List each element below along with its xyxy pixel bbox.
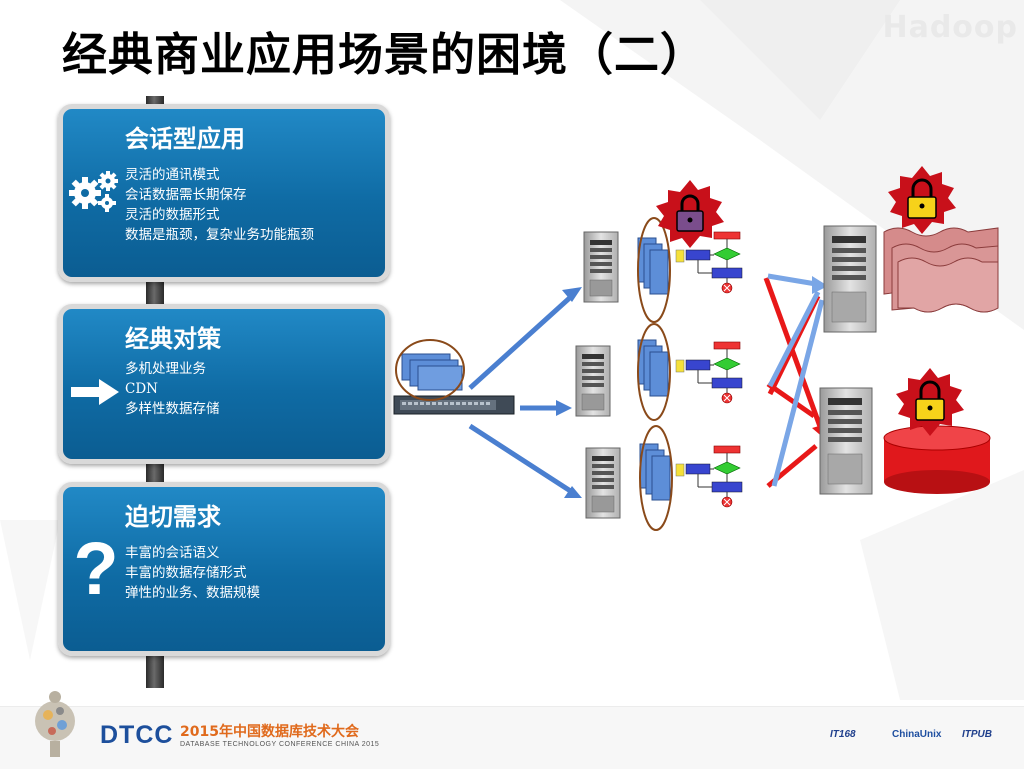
conference-mascot-icon <box>35 691 75 757</box>
lock-badge-yellow-icon <box>888 166 956 234</box>
sign-line: 数据是瓶颈，复杂业务功能瓶颈 <box>125 227 314 243</box>
app-server <box>575 345 611 417</box>
lock-contention-arrows <box>763 277 826 488</box>
sign-session-app: 会话型应用 灵活的通讯模式 会话数据需长期保存 灵活的数据形式 数据是瓶颈，复杂… <box>58 104 390 282</box>
session-data-stack <box>639 425 673 531</box>
sign-line: 灵活的数据形式 <box>125 207 220 223</box>
slide-title: 经典商业应用场景的困境（二） <box>62 28 707 81</box>
sign-line: 弹性的业务、数据规模 <box>125 585 260 601</box>
sign-line: 灵活的通讯模式 <box>125 167 220 183</box>
sign-urgent-needs: ? 迫切需求 丰富的会话语义 丰富的数据存储形式 弹性的业务、数据规模 <box>58 482 390 656</box>
hadoop-watermark: Hadoop <box>882 10 1018 45</box>
session-data-stack <box>637 217 671 323</box>
sign-line: 多样性数据存储 <box>125 401 220 417</box>
sponsor-it168-logo: IT168 <box>830 729 856 740</box>
sign-line: 会话数据需长期保存 <box>125 187 247 203</box>
sign-lines: 丰富的会话语义 丰富的数据存储形式 弹性的业务、数据规模 <box>125 543 260 603</box>
database-server <box>819 387 873 495</box>
sign-lines: 灵活的通讯模式 会话数据需长期保存 灵活的数据形式 数据是瓶颈，复杂业务功能瓶颈 <box>125 165 314 245</box>
file-storage-server <box>823 225 877 333</box>
sign-line: CDN <box>125 381 158 397</box>
sign-lines: 多机处理业务 CDN 多样性数据存储 <box>125 359 220 419</box>
conference-name-en: DATABASE TECHNOLOGY CONFERENCE CHINA 201… <box>180 741 380 748</box>
business-flowchart <box>675 341 743 404</box>
question-mark-icon: ? <box>73 527 119 610</box>
file-storage-icon <box>883 227 999 313</box>
conference-name-cn: 2015年中国数据库技术大会 <box>180 724 359 740</box>
network-switch <box>393 395 515 415</box>
sign-line: 丰富的会话语义 <box>125 545 220 561</box>
sign-title: 迫切需求 <box>125 503 221 531</box>
lock-badge-yellow-icon <box>896 368 964 436</box>
dispatch-arrows <box>468 287 582 498</box>
sign-title: 会话型应用 <box>125 125 245 153</box>
app-server <box>583 231 619 303</box>
slide-footer: DTCC 2015年中国数据库技术大会 DATABASE TECHNOLOGY … <box>0 691 1024 769</box>
gears-icon <box>69 171 118 212</box>
request-documents <box>395 339 465 401</box>
storage-access-arrows <box>767 273 828 487</box>
sponsor-itpub-logo: ITPUB <box>962 729 992 740</box>
sign-line: 丰富的数据存储形式 <box>125 565 247 581</box>
session-data-stack <box>637 323 671 421</box>
lock-badge-purple-icon <box>656 180 724 248</box>
business-flowchart <box>675 445 743 508</box>
sign-title: 经典对策 <box>125 325 221 353</box>
database-icon <box>883 425 991 494</box>
sign-line: 多机处理业务 <box>125 361 206 377</box>
dtcc-logo: DTCC <box>100 721 174 749</box>
app-server <box>585 447 621 519</box>
sponsor-chinaunix-logo: ChinaUnix <box>892 729 942 740</box>
sign-classic-solution: 经典对策 多机处理业务 CDN 多样性数据存储 <box>58 304 390 464</box>
arrow-right-icon <box>71 379 119 405</box>
